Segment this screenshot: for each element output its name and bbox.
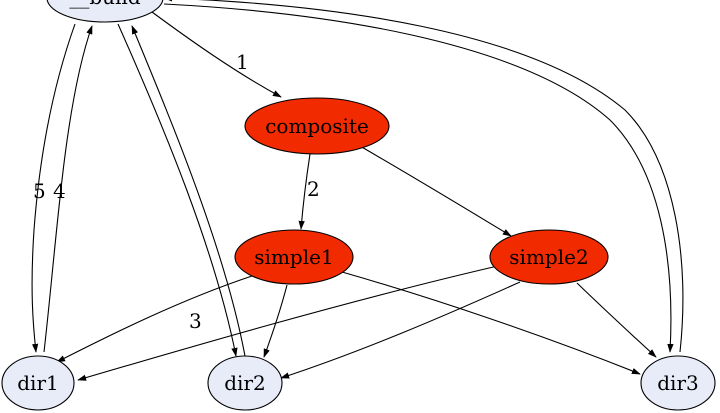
edge-label-build-dir1: 5	[33, 179, 46, 203]
edge-build-dir2	[117, 23, 238, 357]
edge-simple2-dir1	[77, 264, 503, 381]
edge-build-dir1	[31, 23, 76, 353]
node-label-dir1: dir1	[17, 371, 58, 395]
node-label-build: __build	[69, 0, 140, 9]
node-dir2[interactable]: dir2	[207, 355, 283, 411]
edge-labels: 1 2 3 4 5	[33, 50, 320, 333]
node-dir3[interactable]: dir3	[640, 355, 716, 411]
edge-label-build-composite: 1	[236, 50, 249, 74]
edge-simple1-dir1	[56, 275, 253, 363]
edge-label-composite-simple1: 2	[307, 177, 320, 201]
edge-build-dir3	[163, 3, 674, 353]
node-composite[interactable]: composite	[244, 97, 390, 155]
edge-dir3-build	[163, 0, 684, 353]
edge-simple2-dir3	[576, 282, 657, 358]
edge-simple1-dir3	[341, 271, 641, 375]
edge-label-dir1-build: 4	[53, 179, 66, 203]
node-build[interactable]: __build	[46, 0, 164, 23]
node-label-composite: composite	[265, 114, 369, 138]
edge-composite-simple2	[359, 145, 512, 237]
edge-dir2-build	[131, 25, 246, 357]
edges	[31, 0, 684, 381]
node-label-simple1: simple1	[254, 245, 333, 269]
node-label-simple2: simple2	[509, 245, 588, 269]
node-simple2[interactable]: simple2	[489, 229, 609, 285]
node-label-dir3: dir3	[657, 371, 698, 395]
node-dir1[interactable]: dir1	[1, 355, 75, 411]
edge-dir1-build	[43, 25, 93, 353]
edge-composite-simple1	[298, 153, 311, 230]
node-simple1[interactable]: simple1	[234, 229, 354, 285]
edge-simple2-dir2	[280, 281, 521, 379]
edge-build-composite	[151, 11, 282, 98]
node-label-dir2: dir2	[224, 371, 265, 395]
edge-label-simple1-dir1: 3	[189, 309, 202, 333]
